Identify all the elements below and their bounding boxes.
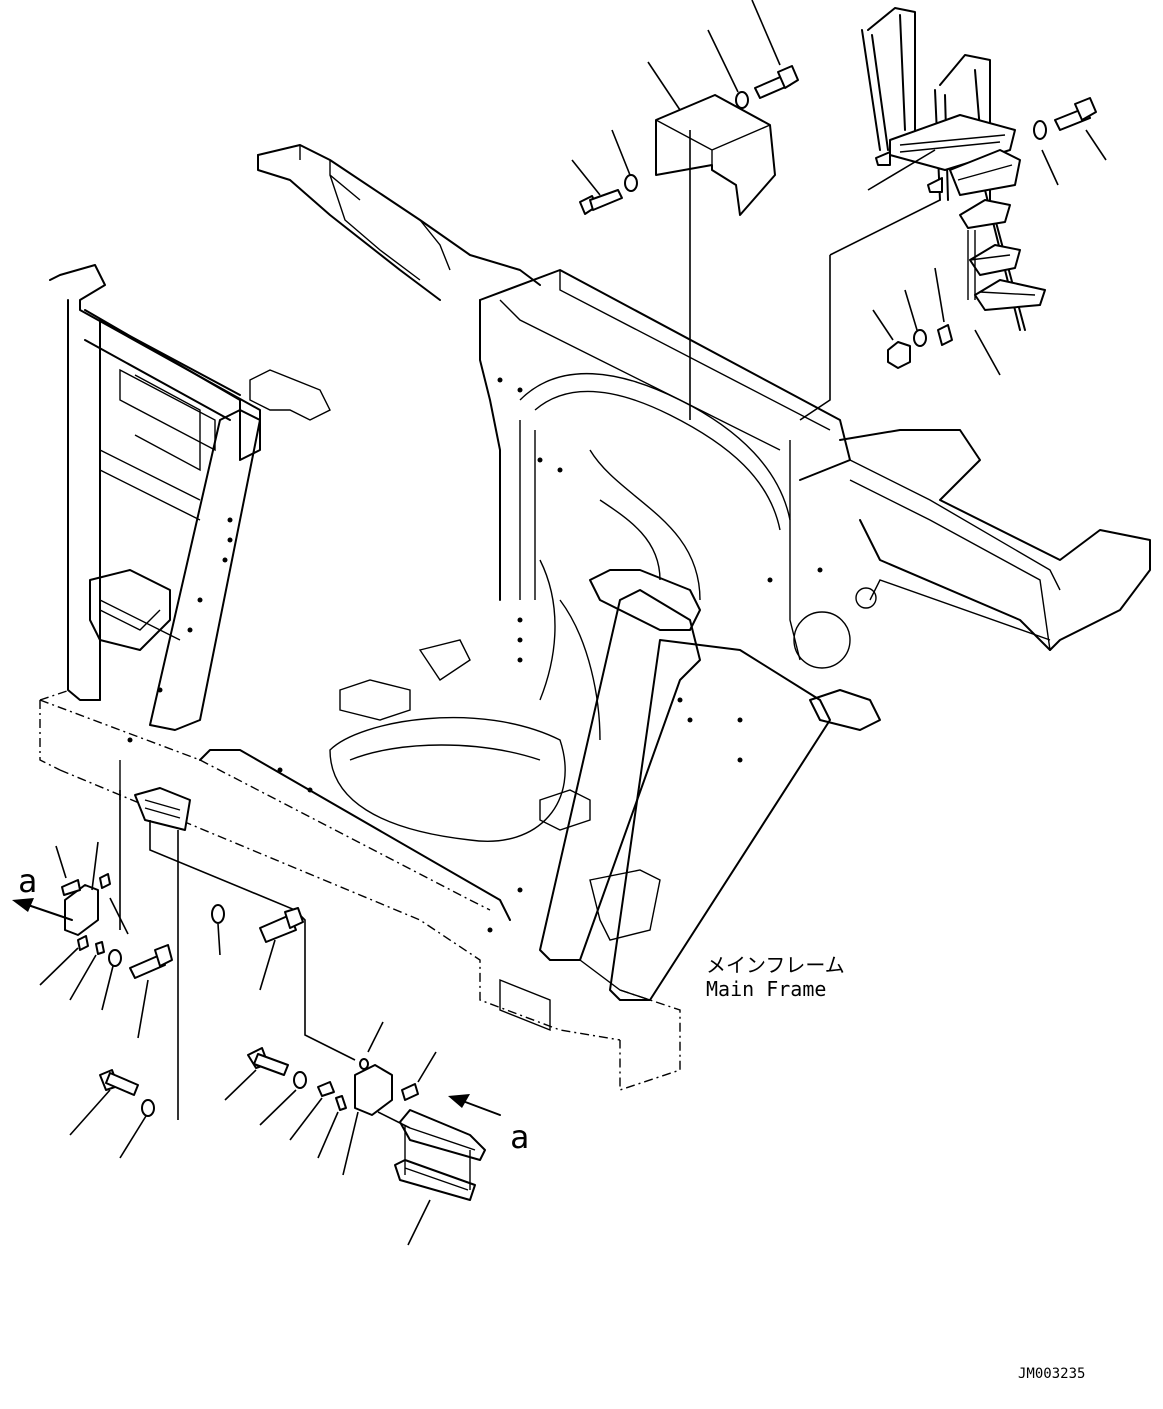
ladder-assembly (799, 7, 1046, 421)
top-cover (647, 61, 776, 420)
view-marker-left: a (18, 862, 37, 900)
view-arrow-right (448, 1094, 501, 1116)
right-step-parts (224, 1021, 486, 1246)
view-arrow-left (12, 898, 73, 921)
drawing-number: JM003235 (1018, 1366, 1085, 1382)
main-frame-label-jp: メインフレーム (706, 953, 845, 977)
left-step-parts (39, 787, 356, 1159)
main-frame (39, 144, 1151, 1091)
nut-washer-clip (872, 267, 953, 369)
view-marker-right: a (510, 1118, 529, 1156)
bolt-ladder (1033, 97, 1107, 186)
main-frame-label-en: Main Frame (706, 977, 826, 1001)
frame-holes (127, 377, 823, 933)
bolt-cover-right (707, 0, 799, 109)
bolt-cover-left (571, 129, 638, 215)
